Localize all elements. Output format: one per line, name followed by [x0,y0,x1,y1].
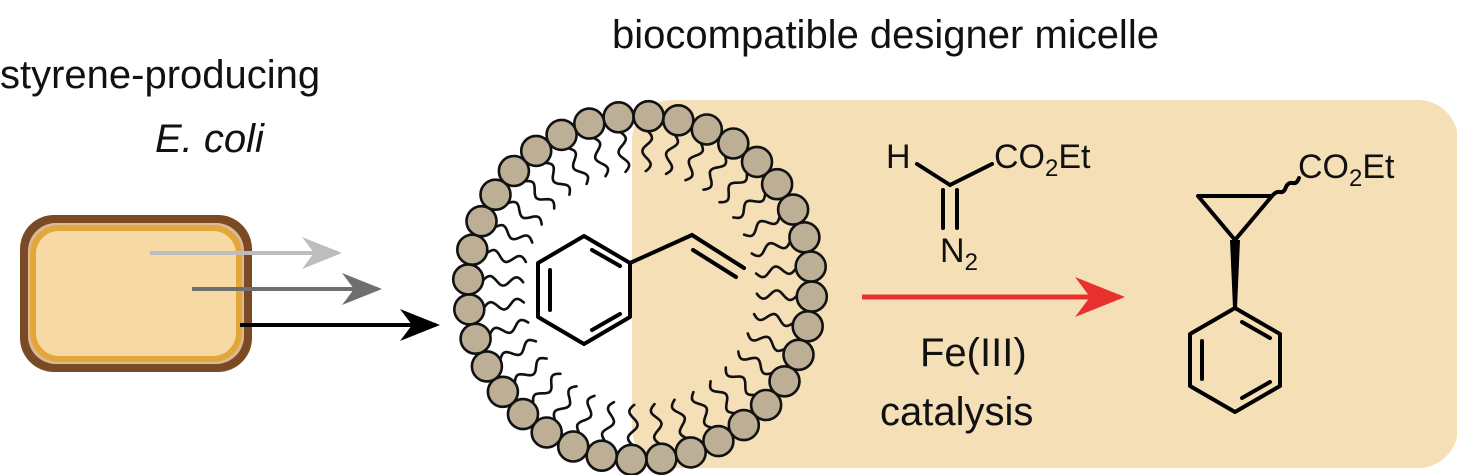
surfactant-head [740,145,774,179]
surfactant-tail [513,356,548,385]
surfactant-tail [664,133,680,176]
surfactant-tail [684,142,705,182]
surfactant-head [749,388,783,422]
surfactant-head [452,293,486,326]
surfactant-head [519,134,553,168]
surfactant-tail [649,402,663,446]
reagent-h: H [886,138,911,176]
surfactant-tail [690,390,713,429]
surfactant-tail [506,200,543,226]
surfactant-head [782,338,815,372]
surfactant-head [788,221,821,254]
surfactant-tail [499,338,538,361]
surfactant-head [690,113,724,146]
surfactant-tail [523,179,556,210]
surfactant-head [632,99,665,133]
organism-label: styrene-producing [0,53,320,97]
surfactant-tail [482,297,526,311]
micelle-title: biocompatible designer micelle [612,13,1159,57]
surfactant-head [479,178,512,211]
surfactant-head [459,322,492,356]
reagent-n2: N2 [940,232,978,276]
surfactant-head [497,154,531,188]
surfactant-tail [752,312,795,328]
surfactant-tail [626,403,639,447]
reagent-ester: CO2Et [994,138,1091,182]
surfactant-head [727,408,761,442]
surfactant-tail [702,154,728,191]
surfactant-head [585,439,619,473]
surfactant-tail [600,400,616,443]
surfactant-head [791,309,825,343]
surfactant-head [794,250,828,283]
ethyl-diazoacetate-structure: H CO2Et N2 [886,138,1091,276]
surfactant-head [776,193,810,226]
surfactant-tail [485,248,528,264]
organism-species: E. coli [155,117,265,161]
surfactant-head [661,104,695,137]
surfactant-head [716,127,750,160]
micelle-icon [451,99,829,475]
surfactant-head [545,118,578,152]
cyclopropane-product-structure: CO2Et [1188,148,1395,414]
surfactant-head [455,233,489,266]
ecoli-cell-icon [20,215,252,372]
surfactant-tail [755,289,799,302]
surfactant-tail [575,394,596,434]
surfactant-head [486,375,520,409]
surfactant-tail [543,161,572,196]
surfactant-head [470,350,504,383]
surfactant-head [451,263,485,296]
surfactant-head [760,167,794,201]
surfactant-tail [724,366,757,397]
surfactant-head [768,364,801,398]
surfactant-tail [732,191,767,220]
surfactant-tail [617,130,631,174]
surfactant-head [572,107,606,140]
surfactant-tail [488,318,530,336]
surfactant-tail [481,274,525,287]
micelle-panel [632,100,1457,468]
catalysis-label: catalysis [880,390,1033,434]
surfactant-tail [750,240,792,258]
surfactant-tail [494,223,534,244]
styrene-structure [536,233,746,346]
surfactant-head [602,101,635,134]
surfactant-tail [737,350,774,376]
surfactant-head [465,204,498,238]
surfactant-tail [718,171,749,204]
surfactant-tail [531,372,562,405]
surfactant-tail [567,147,590,186]
surfactant-tail [670,398,688,440]
surfactant-tail [592,136,610,178]
surfactant-tail [742,215,781,238]
surfactant-tail [552,385,578,422]
surfactant-head [795,280,829,313]
surfactant-head [506,397,540,431]
surfactant-tail [641,129,654,173]
surfactant-head [615,443,648,475]
product-ester: CO2Et [1298,148,1395,192]
surfactant-tail [708,380,737,415]
surfactant-head [674,436,708,469]
catalyst-label: Fe(III) [920,331,1027,375]
surfactant-head [645,442,678,475]
surfactant-head [556,430,590,463]
surfactant-head [702,424,735,458]
surfactant-head [530,416,564,449]
surfactant-tail [754,265,798,279]
surfactant-tail [746,332,786,353]
